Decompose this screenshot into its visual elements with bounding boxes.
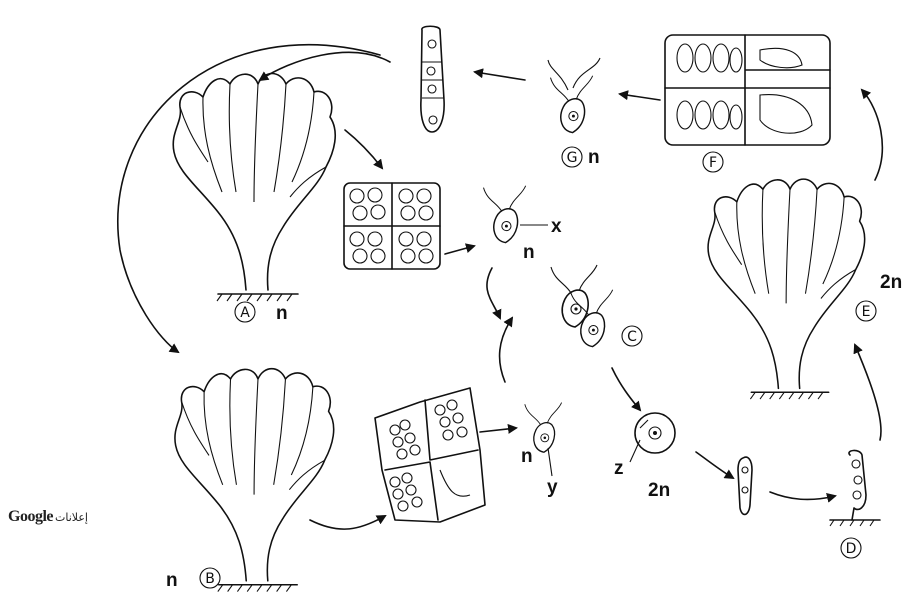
germinating-zygote xyxy=(738,457,752,514)
stage-label-a: A xyxy=(235,302,255,322)
ads-text: إعلانات xyxy=(55,511,88,524)
svg-text:B: B xyxy=(205,571,215,587)
svg-text:F: F xyxy=(709,155,717,171)
zygote-label-z: z xyxy=(614,458,624,479)
thallus-b xyxy=(175,369,334,592)
zoospore-g xyxy=(551,76,593,133)
zygote-z xyxy=(630,413,675,462)
young-sporophyte-d xyxy=(830,450,880,526)
gamete-label-y: y xyxy=(547,477,558,498)
svg-text:G: G xyxy=(567,150,578,166)
gametangia-a xyxy=(344,183,440,269)
ploidy-label-e: 2n xyxy=(880,272,902,293)
gamete-y xyxy=(525,403,562,453)
ploidy-label-x: n xyxy=(523,242,535,263)
thallus-a xyxy=(173,74,335,302)
stage-label-c: C xyxy=(622,326,642,346)
stage-label-f: F xyxy=(703,152,723,172)
stage-label-g: G xyxy=(562,147,582,167)
stage-label-b: B xyxy=(200,568,220,588)
gamete-x xyxy=(484,186,526,243)
gametangia-b xyxy=(375,388,485,522)
stage-label-e: E xyxy=(856,301,876,321)
ploidy-label-z: 2n xyxy=(648,480,670,501)
svg-text:E: E xyxy=(862,304,871,320)
sporangia-f xyxy=(665,35,830,145)
ploidy-label-g: n xyxy=(588,147,600,168)
ads-brand: Google xyxy=(8,508,53,525)
thallus-e xyxy=(708,179,865,399)
ploidy-label-a: n xyxy=(276,303,288,324)
svg-text:A: A xyxy=(240,305,250,321)
germling-top xyxy=(421,26,444,132)
fusing-gametes-c xyxy=(551,265,613,347)
svg-text:C: C xyxy=(627,329,637,345)
ploidy-label-b: n xyxy=(166,570,178,591)
stage-label-d: D xyxy=(841,538,861,558)
ads-badge[interactable]: Googleإعلانات xyxy=(8,508,88,526)
gamete-label-x: x xyxy=(551,216,562,237)
ploidy-label-y: n xyxy=(521,446,533,467)
svg-text:D: D xyxy=(846,541,857,557)
